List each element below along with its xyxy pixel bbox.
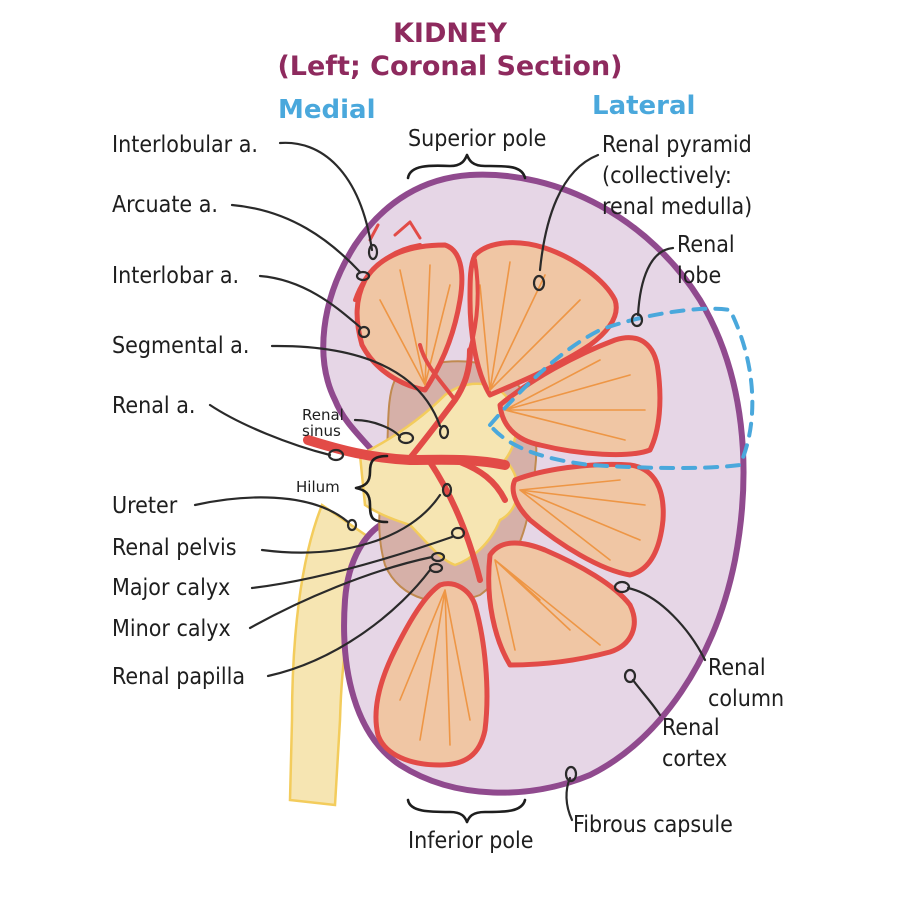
label-renal-lobe-line1: Renal (677, 232, 735, 258)
superior-pole-brace (406, 153, 527, 180)
label-renal-pelvis: Renal pelvis (112, 535, 237, 561)
leader-renal-a (208, 403, 332, 457)
leader-renal-sinus (353, 418, 402, 439)
tip-arcuate (355, 270, 371, 282)
tip-renal-pelvis (441, 482, 453, 498)
tip-renal-sinus (397, 431, 415, 445)
tip-renal-lobe (630, 312, 644, 328)
tip-renal-pyramid (532, 274, 546, 292)
label-renal-lobe-line2: lobe (677, 263, 721, 289)
leader-renal-lobe (636, 246, 675, 317)
label-renal-papilla: Renal papilla (112, 664, 245, 690)
label-interlobular-a: Interlobular a. (112, 132, 258, 158)
interlobar-artery-1 (418, 343, 457, 402)
leader-segmental (270, 344, 442, 428)
label-renal-cortex-line2: cortex (662, 746, 727, 772)
label-renal-sinus-line2: sinus (302, 422, 341, 440)
segmental-artery-lower (427, 459, 483, 583)
label-renal-column-line1: Renal (708, 655, 766, 681)
segmental-artery-mid (457, 459, 508, 503)
label-arcuate-a: Arcuate a. (112, 192, 218, 218)
tip-interlobular (367, 243, 379, 261)
label-inferior-pole: Inferior pole (408, 828, 534, 854)
label-minor-calyx: Minor calyx (112, 616, 231, 642)
inferior-pole-brace (406, 798, 527, 824)
tip-minor-calyx (430, 551, 446, 563)
medial-label: Medial (278, 95, 376, 125)
tip-fibrous-capsule (564, 765, 578, 783)
leader-interlobar (258, 274, 362, 329)
label-ureter: Ureter (112, 493, 178, 519)
leader-lines (193, 141, 707, 822)
label-renal-pyramid-line3: renal medulla) (602, 194, 752, 220)
interlobular-artery-1 (368, 220, 422, 242)
lateral-label: Lateral (592, 91, 695, 121)
leader-renal-pelvis (260, 493, 442, 554)
tip-renal-papilla (428, 562, 444, 574)
leader-renal-papilla (266, 568, 432, 678)
tip-major-calyx (450, 526, 466, 540)
label-renal-pyramid-line1: Renal pyramid (602, 132, 752, 158)
label-segmental-a: Segmental a. (112, 333, 249, 359)
tip-ureter (346, 518, 358, 532)
tip-segmental (438, 424, 450, 440)
label-renal-column-line2: column (708, 686, 784, 712)
hilum-brace (354, 454, 389, 524)
tip-renal-a (327, 448, 345, 462)
leader-minor-calyx (248, 555, 434, 630)
leader-interlobular (278, 141, 374, 252)
leader-renal-pyramid (538, 153, 600, 272)
renal-lobe-outline (487, 306, 755, 471)
leader-ureter (193, 496, 350, 524)
tip-renal-cortex (623, 668, 637, 684)
pyramid-5 (486, 540, 637, 668)
leader-renal-column (626, 586, 707, 662)
interlobar-artery-2 (468, 258, 480, 352)
label-major-calyx: Major calyx (112, 575, 230, 601)
arcuate-artery-1 (353, 243, 422, 302)
label-renal-a: Renal a. (112, 393, 195, 419)
pyramid-striations (379, 261, 646, 746)
label-superior-pole: Superior pole (408, 126, 546, 152)
pyramid-1 (354, 242, 465, 393)
renal-arteries (303, 220, 510, 583)
leader-arcuate (230, 203, 362, 274)
label-renal-cortex-line1: Renal (662, 715, 720, 741)
label-hilum: Hilum (296, 478, 340, 496)
tip-interlobar (357, 325, 371, 339)
leader-renal-cortex (631, 678, 662, 717)
pyramid-3 (497, 335, 663, 458)
title-line1: KIDNEY (393, 18, 507, 49)
label-fibrous-capsule: Fibrous capsule (573, 812, 733, 838)
title-line2: (Left; Coronal Section) (277, 51, 622, 82)
tip-renal-column (613, 580, 631, 594)
label-renal-pyramid-line2: (collectively: (602, 163, 732, 189)
label-interlobar-a: Interlobar a. (112, 263, 239, 289)
label-renal-sinus-line1: Renal (302, 406, 344, 424)
leader-major-calyx (250, 535, 454, 590)
